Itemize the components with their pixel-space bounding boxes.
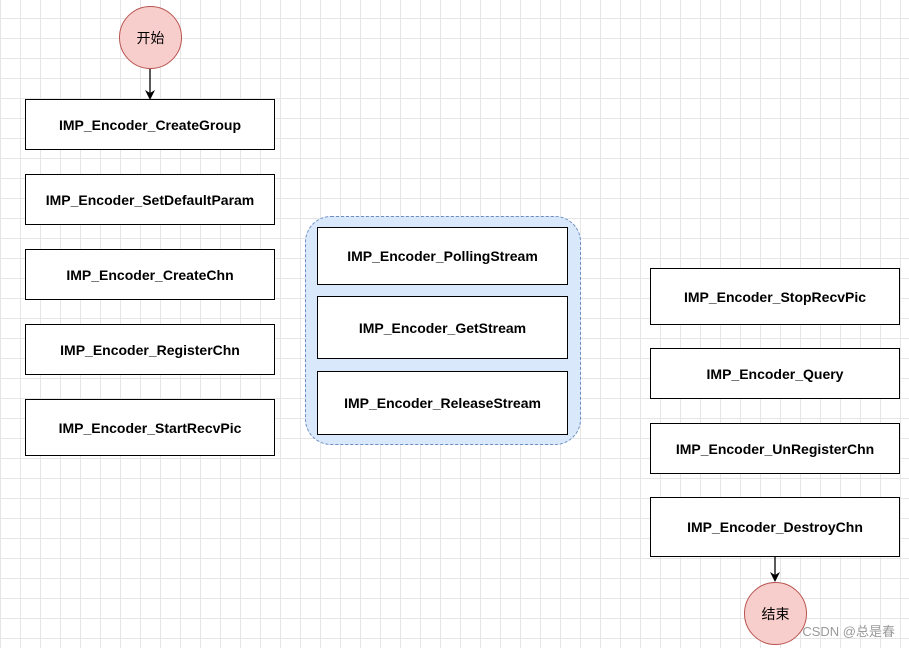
get-stream-box: IMP_Encoder_GetStream (317, 296, 568, 359)
destroy-chn-box: IMP_Encoder_DestroyChn (650, 497, 900, 557)
set-default-param-box: IMP_Encoder_SetDefaultParam (25, 174, 275, 225)
unregister-chn-label: IMP_Encoder_UnRegisterChn (675, 440, 875, 457)
destroy-chn-label: IMP_Encoder_DestroyChn (687, 519, 863, 535)
stop-recv-pic-label: IMP_Encoder_StopRecvPic (683, 288, 867, 305)
query-label: IMP_Encoder_Query (706, 365, 844, 382)
query-box: IMP_Encoder_Query (650, 348, 900, 399)
polling-stream-box: IMP_Encoder_PollingStream (317, 227, 568, 285)
register-chn-box: IMP_Encoder_RegisterChn (25, 324, 275, 375)
start-node: 开始 (119, 6, 182, 69)
end-node-label: 结束 (761, 605, 790, 622)
stop-recv-pic-box: IMP_Encoder_StopRecvPic (650, 268, 900, 325)
unregister-chn-box: IMP_Encoder_UnRegisterChn (650, 423, 900, 474)
polling-stream-label: IMP_Encoder_PollingStream (347, 248, 538, 264)
release-stream-box: IMP_Encoder_ReleaseStream (317, 371, 568, 435)
create-group-label: IMP_Encoder_CreateGroup (58, 116, 242, 133)
start-recv-pic-box: IMP_Encoder_StartRecvPic (25, 399, 275, 456)
csdn-watermark: CSDN @总是春 (802, 624, 895, 639)
create-chn-label: IMP_Encoder_CreateChn (66, 266, 234, 283)
release-stream-label: IMP_Encoder_ReleaseStream (344, 395, 541, 411)
create-chn-box: IMP_Encoder_CreateChn (25, 249, 275, 300)
start-recv-pic-label: IMP_Encoder_StartRecvPic (58, 419, 242, 436)
get-stream-label: IMP_Encoder_GetStream (358, 319, 527, 336)
set-default-param-label: IMP_Encoder_SetDefaultParam (45, 191, 255, 208)
end-node: 结束 (744, 582, 807, 645)
start-node-label: 开始 (136, 29, 165, 46)
register-chn-label: IMP_Encoder_RegisterChn (60, 341, 240, 358)
create-group-box: IMP_Encoder_CreateGroup (25, 99, 275, 150)
